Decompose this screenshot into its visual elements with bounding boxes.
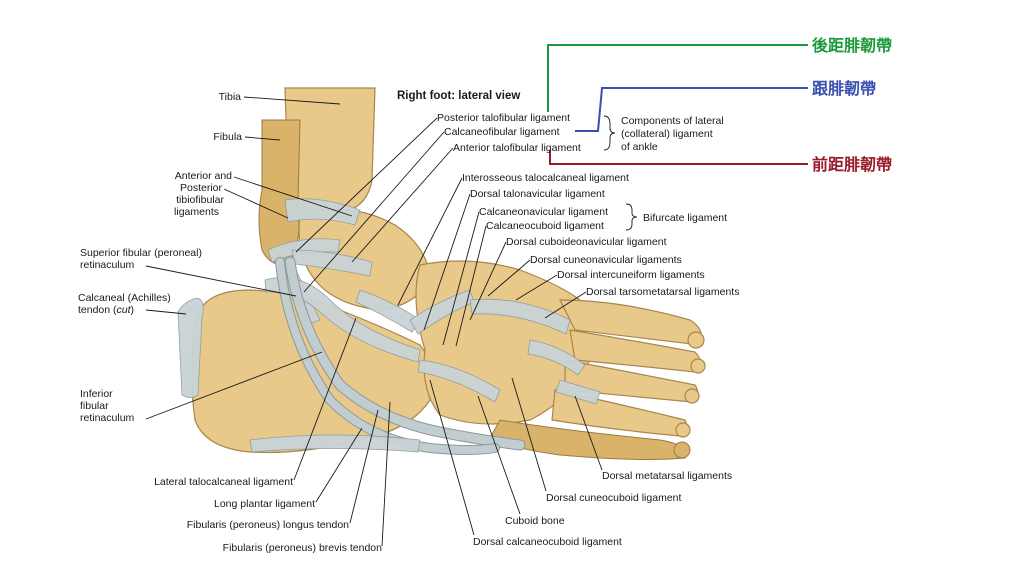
label-inferior-retinaculum-3: retinaculum xyxy=(80,412,135,424)
label-superior-retinaculum-1: Superior fibular (peroneal) xyxy=(80,247,202,259)
achilles-tendon xyxy=(177,297,204,398)
leader-line xyxy=(293,317,357,481)
blue-bracket-line xyxy=(575,87,808,132)
dorsal-midfoot-ligaments xyxy=(469,298,571,335)
toe-head xyxy=(673,441,691,459)
anterior-talofibular-ligament-shape xyxy=(291,249,373,277)
leader-line xyxy=(397,177,463,306)
label-anterior-talofibular: Anterior talofibular ligament xyxy=(453,142,581,154)
label-achilles-2: tendon (cut) xyxy=(78,304,134,316)
components-brace xyxy=(603,115,616,151)
label-calcaneocuboid: Calcaneocuboid ligament xyxy=(486,220,604,232)
label-achilles-1: Calcaneal (Achilles) xyxy=(78,292,171,304)
label-dorsal-metatarsal: Dorsal metatarsal ligaments xyxy=(602,470,732,482)
leader-line xyxy=(145,351,323,420)
leader-line xyxy=(477,395,521,515)
label-dorsal-intercuneiform: Dorsal intercuneiform ligaments xyxy=(557,269,705,281)
toe-head xyxy=(684,388,700,404)
label-inferior-retinaculum-2: fibular xyxy=(80,400,109,412)
label-tibia: Tibia xyxy=(219,91,242,103)
fibularis-brevis-tendon xyxy=(276,258,499,454)
cjk-label-calcaneofibular: 跟腓韌帶 xyxy=(812,79,876,98)
label-components-2: (collateral) ligament xyxy=(621,128,713,140)
leader-line xyxy=(469,241,507,321)
label-posterior-talofibular: Posterior talofibular ligament xyxy=(437,112,570,124)
leader-line xyxy=(574,395,603,471)
label-long-plantar: Long plantar ligament xyxy=(214,498,315,510)
label-achilles-2c: ) xyxy=(131,304,135,316)
leader-line xyxy=(349,409,379,524)
long-plantar-ligament-shape xyxy=(249,434,421,453)
label-achilles-2b: cut xyxy=(117,304,132,316)
label-fibularis-brevis: Fibularis (peroneus) brevis tendon xyxy=(223,542,382,554)
dorsal-tarsometatarsal-ligaments xyxy=(527,339,586,376)
green-bracket-line xyxy=(547,44,808,112)
label-dorsal-talonavicular: Dorsal talonavicular ligament xyxy=(470,188,605,200)
left-labels: Tibia Fibula Anterior and Posterior tibi… xyxy=(78,91,353,424)
leader-line xyxy=(145,309,187,315)
retinaculum-shape xyxy=(264,277,421,363)
label-achilles-2a: tendon ( xyxy=(78,304,117,316)
leader-line xyxy=(442,211,480,346)
cjk-label-posterior-talofibular: 後距腓韌帶 xyxy=(812,36,892,55)
label-inferior-retinaculum-1: Inferior xyxy=(80,388,113,400)
red-bracket-line xyxy=(549,150,808,165)
cuboid-ligaments xyxy=(417,359,501,403)
label-dorsal-cuboideonavicular: Dorsal cuboideonavicular ligament xyxy=(506,236,667,248)
toe-head xyxy=(690,358,706,374)
label-components-1: Components of lateral xyxy=(621,115,724,127)
leader-line xyxy=(244,136,281,141)
figure-title: Right foot: lateral view xyxy=(397,90,520,102)
label-tibiofibular-2: Posterior xyxy=(180,182,223,194)
label-fibularis-longus: Fibularis (peroneus) longus tendon xyxy=(187,519,349,531)
label-tibiofibular-1: Anterior and xyxy=(175,170,232,182)
label-interosseous: Interosseous talocalcaneal ligament xyxy=(462,172,629,184)
leader-line xyxy=(381,401,391,547)
leader-line xyxy=(511,377,547,492)
leader-line xyxy=(455,225,487,347)
label-dorsal-cuneonavicular: Dorsal cuneonavicular ligaments xyxy=(530,254,682,266)
color-brackets xyxy=(547,44,808,165)
bifurcate-brace xyxy=(625,203,638,231)
label-calcaneofibular: Calcaneofibular ligament xyxy=(444,126,560,138)
leader-line xyxy=(429,379,475,536)
leader-line xyxy=(295,117,438,253)
label-components-3: of ankle xyxy=(621,141,658,153)
leader-line xyxy=(223,188,289,219)
label-lateral-talocalcaneal: Lateral talocalcaneal ligament xyxy=(154,476,293,488)
label-tibiofibular-3: tibiofibular xyxy=(176,194,224,206)
label-tibiofibular-4: ligaments xyxy=(174,206,219,218)
leader-line xyxy=(315,427,363,503)
leader-line xyxy=(145,265,297,297)
label-calcaneonavicular: Calcaneonavicular ligament xyxy=(479,206,608,218)
cjk-label-anterior-talofibular: 前距腓韌帶 xyxy=(812,155,892,174)
leader-line xyxy=(233,176,353,217)
label-dorsal-tarsometatarsal: Dorsal tarsometatarsal ligaments xyxy=(586,286,739,298)
metatarsal-1 xyxy=(559,299,703,346)
label-bifurcate: Bifurcate ligament xyxy=(643,212,727,224)
toe-head xyxy=(675,422,691,438)
leader-line xyxy=(544,291,587,319)
dorsal-metatarsal-ligaments xyxy=(555,379,601,405)
label-dorsal-cuneocuboid: Dorsal cuneocuboid ligament xyxy=(546,492,681,504)
leader-line xyxy=(243,96,341,105)
fibularis-longus-tendon xyxy=(285,257,525,450)
leader-line xyxy=(487,259,531,297)
label-dorsal-calcaneocuboid: Dorsal calcaneocuboid ligament xyxy=(473,536,622,548)
leader-line xyxy=(303,131,445,293)
leader-line xyxy=(351,147,454,263)
top-labels: Posterior talofibular ligament Calcaneof… xyxy=(295,112,739,347)
leader-line xyxy=(423,193,471,331)
tibiofibular-ligament xyxy=(284,198,361,226)
bottom-labels: Lateral talocalcaneal ligament Long plan… xyxy=(154,317,732,554)
metatarsal-5 xyxy=(489,419,687,460)
foot-illustration xyxy=(177,87,706,460)
label-fibula: Fibula xyxy=(213,131,242,143)
toe-head xyxy=(687,331,705,349)
label-cuboid-bone: Cuboid bone xyxy=(505,515,565,527)
label-superior-retinaculum-2: retinaculum xyxy=(80,259,135,271)
leader-line xyxy=(515,274,558,301)
